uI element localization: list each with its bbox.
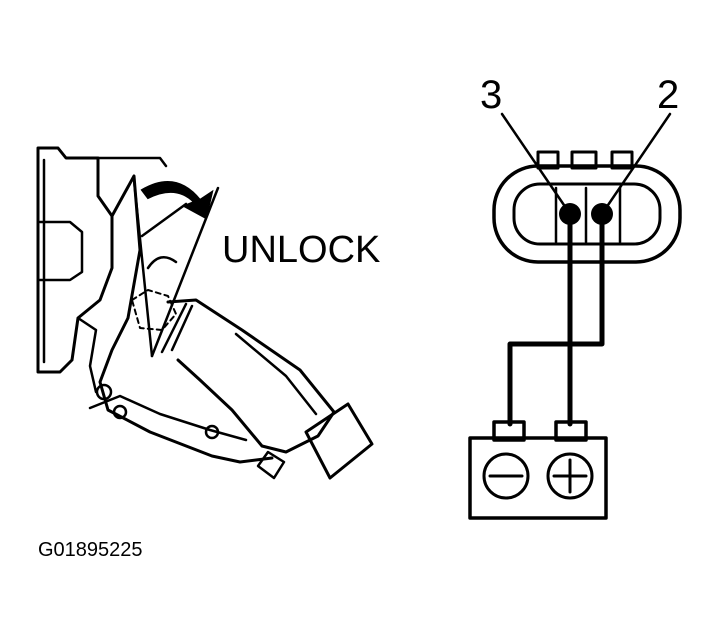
test-leads	[507, 211, 605, 427]
unlock-label: UNLOCK	[222, 229, 380, 271]
pin-2-label: 2	[657, 73, 679, 117]
pin-3-leader	[500, 112, 568, 210]
negative-terminal-icon	[482, 452, 530, 500]
battery	[468, 420, 608, 520]
pin-2-leader	[604, 112, 672, 210]
door-lock-actuator	[36, 146, 374, 480]
unlock-arrow-icon	[140, 181, 214, 220]
connector	[492, 150, 682, 264]
pin-3-label: 3	[480, 73, 502, 117]
positive-terminal-icon	[546, 452, 594, 500]
figure-code: G01895225	[38, 539, 143, 561]
